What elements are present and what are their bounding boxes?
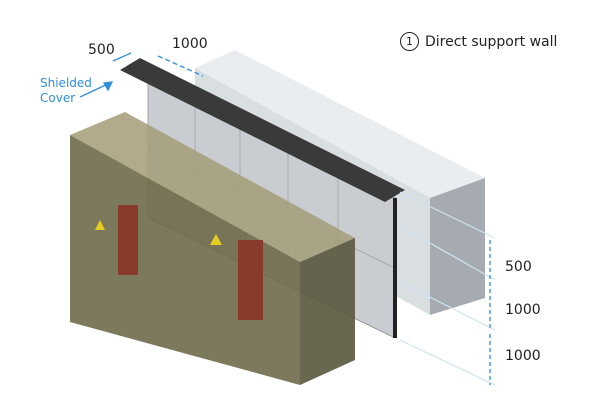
transformer-cores: [118, 205, 263, 320]
height-label-2: 1000: [505, 302, 541, 318]
glass-box-side: [430, 178, 485, 315]
height-label-3: 1000: [505, 348, 541, 364]
shielded-cover-label: Shielded Cover: [40, 76, 92, 106]
cover-length-label: 1000: [172, 36, 208, 52]
legend-label: Direct support wall: [425, 33, 558, 50]
shielded-cover: [120, 58, 405, 202]
glass-box-top: [195, 50, 485, 198]
label-line-2: Cover: [40, 91, 76, 105]
enclosure-top: [70, 112, 355, 262]
warning-signs: [95, 220, 222, 245]
cover-width-label: 500: [88, 42, 115, 58]
cover-dimension-arrows: [79, 52, 204, 98]
legend-number: 1: [400, 32, 419, 51]
enclosure-side: [300, 238, 355, 385]
enclosure-front: [70, 135, 300, 385]
height-extension-lines: [399, 191, 496, 386]
label-line-1: Shielded: [40, 76, 92, 90]
height-label-1: 500: [505, 259, 532, 275]
legend: 1 Direct support wall: [400, 32, 557, 51]
